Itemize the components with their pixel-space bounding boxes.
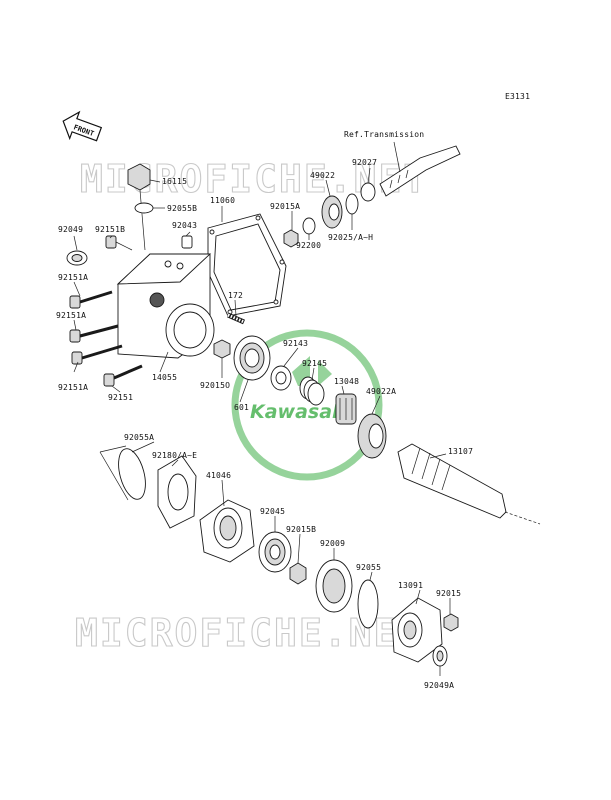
label-92009[interactable]: 92009 <box>320 539 345 548</box>
ref-transmission-label: Ref.Transmission <box>344 130 424 139</box>
label-13107[interactable]: 13107 <box>448 447 473 456</box>
label-16115[interactable]: 16115 <box>162 177 187 186</box>
part-16115-shape <box>127 163 151 251</box>
label-92043[interactable]: 92043 <box>172 221 197 230</box>
bolt-92151B-shape <box>105 235 133 251</box>
part-92015O-shape <box>213 339 231 359</box>
part-92045-shape <box>258 531 292 573</box>
leader-lines <box>73 141 451 676</box>
part-49022-shape <box>321 195 343 229</box>
front-arrow-icon: FRONT <box>62 110 103 142</box>
label-92049A[interactable]: 92049A <box>424 681 454 690</box>
part-92015-shape <box>443 613 459 632</box>
label-92151[interactable]: 92151 <box>108 393 133 402</box>
part-92049-shape <box>66 250 88 266</box>
part-92145-shape <box>299 376 325 406</box>
label-92015B[interactable]: 92015B <box>286 525 316 534</box>
label-92027[interactable]: 92027 <box>352 158 377 167</box>
part-92015B-shape <box>289 562 307 585</box>
label-172[interactable]: 172 <box>228 291 243 300</box>
part-92055-shape <box>357 579 379 629</box>
label-92049[interactable]: 92049 <box>58 225 83 234</box>
label-92055A[interactable]: 92055A <box>124 433 154 442</box>
label-49022[interactable]: 49022 <box>310 171 335 180</box>
label-14055[interactable]: 14055 <box>152 373 177 382</box>
part-172-shape <box>226 312 246 325</box>
part-92015A-shape <box>283 229 299 248</box>
part-11060-shape <box>207 213 287 317</box>
label-92015A[interactable]: 92015A <box>270 202 300 211</box>
label-92015O[interactable]: 92015O <box>200 381 230 390</box>
part-92049A-shape <box>432 645 448 667</box>
label-92151A-2[interactable]: 92151A <box>56 311 86 320</box>
part-13107-shape <box>397 443 541 525</box>
label-13048[interactable]: 13048 <box>334 377 359 386</box>
label-49022A[interactable]: 49022A <box>366 387 396 396</box>
part-92009-shape <box>315 559 353 613</box>
part-92055B-shape <box>134 202 154 214</box>
label-92015[interactable]: 92015 <box>436 589 461 598</box>
logo-text: Kawasaki <box>250 401 352 423</box>
part-92043-shape <box>181 235 193 249</box>
bolt-92151A-1-shape <box>69 290 113 309</box>
part-92027-shape <box>360 182 376 202</box>
part-92200-shape <box>302 217 316 235</box>
label-92045[interactable]: 92045 <box>260 507 285 516</box>
label-92180[interactable]: 92180/A~E <box>152 451 197 460</box>
part-49022A-shape <box>357 413 387 459</box>
label-92055B[interactable]: 92055B <box>167 204 197 213</box>
part-92025-shape <box>345 193 359 215</box>
label-92055[interactable]: 92055 <box>356 563 381 572</box>
label-41046[interactable]: 41046 <box>206 471 231 480</box>
label-11060[interactable]: 11060 <box>210 196 235 205</box>
bolt-92151A-2-shape <box>69 324 119 343</box>
part-41046-shape <box>199 499 255 563</box>
label-92151A-3[interactable]: 92151A <box>58 383 88 392</box>
label-92200[interactable]: 92200 <box>296 241 321 250</box>
part-14055-shape <box>116 253 215 359</box>
bolt-92151A-3-shape <box>71 344 123 365</box>
label-92151B[interactable]: 92151B <box>95 225 125 234</box>
part-601-shape <box>233 335 271 381</box>
part-92055A-shape <box>118 448 146 500</box>
part-92180-shape <box>157 455 197 529</box>
diagram-code: E3131 <box>505 92 530 101</box>
label-92145[interactable]: 92145 <box>302 359 327 368</box>
label-92151A-1[interactable]: 92151A <box>58 273 88 282</box>
ref-transmission-shaft-shape <box>379 145 461 197</box>
label-92025[interactable]: 92025/A~H <box>328 233 373 242</box>
part-92143-shape <box>270 365 292 391</box>
label-601[interactable]: 601 <box>234 403 249 412</box>
bolt-92151-shape <box>103 364 143 387</box>
label-13091[interactable]: 13091 <box>398 581 423 590</box>
part-13048-shape <box>335 393 357 425</box>
label-92143[interactable]: 92143 <box>283 339 308 348</box>
